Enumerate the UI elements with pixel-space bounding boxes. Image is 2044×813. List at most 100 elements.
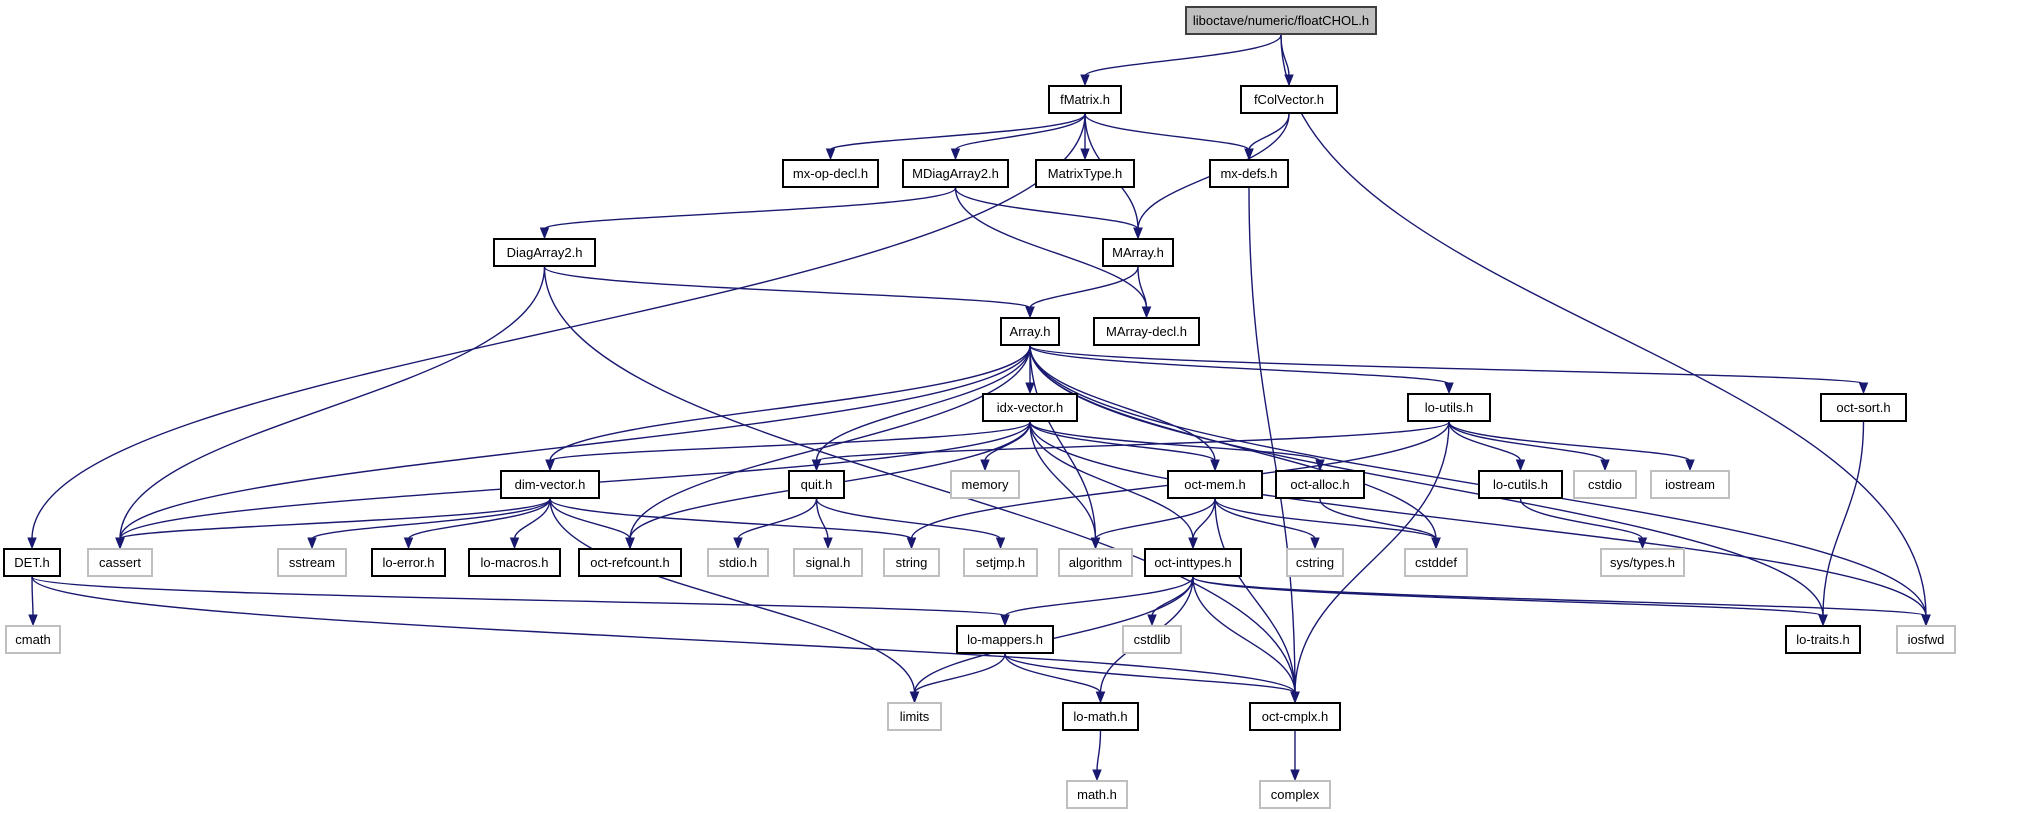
node-DiagArray2[interactable]: DiagArray2.h (493, 238, 596, 267)
edge-Array-to-quit (815, 345, 1031, 462)
arrowhead-Array-to-octsort (1858, 382, 1869, 395)
arrowhead-quit-to-signal (823, 537, 833, 550)
node-octcmplx[interactable]: oct-cmplx.h (1249, 702, 1341, 731)
node-iosfwd: iosfwd (1896, 625, 1956, 654)
edge-octinttypes-to-octcmplx (1192, 576, 1296, 694)
edge-lomath-to-mathh (1096, 730, 1102, 772)
arrowhead-dimvector-to-cassert (115, 537, 125, 550)
node-octrefcount[interactable]: oct-refcount.h (578, 548, 682, 577)
node-octmem[interactable]: oct-mem.h (1167, 470, 1263, 499)
node-string: string (883, 548, 940, 577)
node-fColVector[interactable]: fColVector.h (1240, 85, 1338, 114)
edge-MDiagArray2-to-MArraydecl (954, 187, 1148, 309)
edge-mxdefs-to-octcmplx (1248, 187, 1296, 694)
node-setjmp: setjmp.h (963, 548, 1038, 577)
edge-MArray-to-MArraydecl (1137, 266, 1148, 309)
arrowhead-DET-to-cmath (28, 614, 38, 627)
node-lomappers[interactable]: lo-mappers.h (956, 625, 1054, 654)
arrowhead-octinttypes-to-cstdlib (1147, 614, 1157, 627)
node-complex: complex (1259, 780, 1331, 809)
arrowhead-loutils-to-cstdio (1600, 459, 1610, 472)
node-MArraydecl[interactable]: MArray-decl.h (1093, 317, 1200, 346)
node-dimvector[interactable]: dim-vector.h (500, 470, 600, 499)
node-limits: limits (887, 702, 942, 731)
arrowhead-dimvector-to-loerror (403, 537, 414, 550)
edge-octmem-to-cstring (1214, 498, 1316, 540)
edge-root-to-iosfwd (1280, 34, 1927, 617)
node-MArray[interactable]: MArray.h (1102, 238, 1174, 267)
node-octsort[interactable]: oct-sort.h (1820, 393, 1907, 422)
edge-dimvector-to-string (549, 498, 913, 540)
arrowhead-loutils-to-iostream (1685, 459, 1695, 472)
edge-loutils-to-octcmplx (1294, 421, 1450, 694)
arrowhead-dimvector-to-sstream (307, 537, 317, 550)
node-loerror[interactable]: lo-error.h (371, 548, 446, 577)
node-DET[interactable]: DET.h (3, 548, 61, 577)
edge-octinttypes-to-lomappers (1004, 576, 1194, 617)
node-signal: signal.h (793, 548, 863, 577)
node-mxopdecl[interactable]: mx-op-decl.h (782, 159, 879, 188)
edge-Array-to-octrefcount (629, 345, 1031, 540)
edge-loutils-to-quit (815, 421, 1450, 462)
node-Array[interactable]: Array.h (1000, 317, 1060, 346)
node-cmath: cmath (5, 625, 61, 654)
arrowhead-locutils-to-systypes (1637, 537, 1648, 550)
edge-idxvector-to-octalloc (1029, 421, 1321, 462)
edge-DET-to-lomappers (31, 576, 1006, 617)
edge-octmem-to-cstddef (1214, 498, 1437, 540)
edge-octinttypes-to-iosfwd (1192, 576, 1927, 617)
edge-idxvector-to-octinttypes (1029, 421, 1194, 540)
edge-quit-to-stdio (737, 498, 818, 540)
arrowhead-idxvector-to-memory (980, 459, 990, 472)
edge-DiagArray2-to-octcmplx (543, 266, 1296, 694)
edge-octalloc-to-cstddef (1319, 498, 1437, 540)
edge-dimvector-to-lomacros (513, 498, 551, 540)
node-octinttypes[interactable]: oct-inttypes.h (1144, 548, 1242, 577)
arrowhead-MDiagArray2-to-MArray (1133, 227, 1143, 240)
node-locutils[interactable]: lo-cutils.h (1478, 470, 1563, 499)
node-lomath[interactable]: lo-math.h (1062, 702, 1139, 731)
arrowhead-root-to-fMatrix (1080, 74, 1090, 87)
arrowhead-Array-to-idxvector (1025, 382, 1035, 395)
node-loutils[interactable]: lo-utils.h (1407, 393, 1491, 422)
edge-idxvector-to-algorithm (1029, 421, 1097, 540)
node-systypes: sys/types.h (1600, 548, 1685, 577)
edge-Array-to-loutils (1029, 345, 1450, 385)
edge-locutils-to-systypes (1519, 498, 1644, 540)
node-MDiagArray2[interactable]: MDiagArray2.h (902, 159, 1009, 188)
edge-DiagArray2-to-cassert (119, 266, 546, 540)
node-cassert: cassert (87, 548, 153, 577)
arrowhead-octinttypes-to-lotraits (1818, 614, 1828, 627)
node-mathh: math.h (1066, 780, 1128, 809)
node-lotraits[interactable]: lo-traits.h (1785, 625, 1861, 654)
arrowhead-dimvector-to-string (906, 537, 917, 550)
edge-octinttypes-to-lotraits (1192, 576, 1824, 617)
arrowhead-octcmplx-to-complex (1290, 769, 1300, 782)
node-MatrixType[interactable]: MatrixType.h (1035, 159, 1135, 188)
edge-lomappers-to-octcmplx (1004, 653, 1296, 694)
node-quit[interactable]: quit.h (788, 470, 845, 499)
edge-idxvector-to-iosfwd (1029, 421, 1927, 617)
arrowhead-fMatrix-to-mxopdecl (825, 148, 836, 161)
edge-loutils-to-cstdio (1448, 421, 1606, 462)
edge-DET-to-cmath (31, 576, 34, 617)
node-cstdlib: cstdlib (1122, 625, 1182, 654)
edge-Array-to-octsort (1029, 345, 1865, 385)
arrowhead-idxvector-to-octmem (1210, 459, 1220, 472)
edge-fMatrix-to-MDiagArray2 (954, 113, 1086, 151)
node-octalloc[interactable]: oct-alloc.h (1275, 470, 1365, 499)
edge-Array-to-algorithm (1029, 345, 1097, 540)
edge-dimvector-to-octrefcount (549, 498, 631, 540)
node-mxdefs[interactable]: mx-defs.h (1209, 159, 1289, 188)
arrowhead-octmem-to-algorithm (1090, 537, 1101, 550)
edge-dimvector-to-loerror (407, 498, 551, 540)
edge-octmem-to-algorithm (1094, 498, 1216, 540)
node-algorithm: algorithm (1058, 548, 1133, 577)
arrowhead-octmem-to-cstring (1310, 537, 1320, 550)
edge-dimvector-to-cassert (119, 498, 551, 540)
node-lomacros[interactable]: lo-macros.h (468, 548, 561, 577)
node-idxvector[interactable]: idx-vector.h (982, 393, 1078, 422)
node-fMatrix[interactable]: fMatrix.h (1048, 85, 1122, 114)
